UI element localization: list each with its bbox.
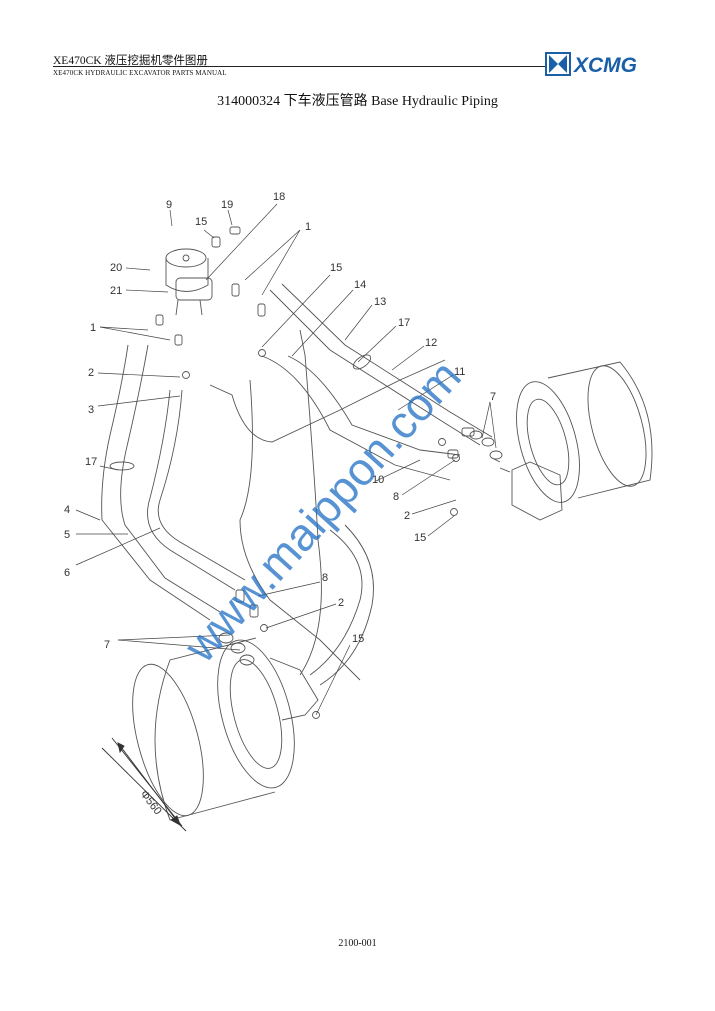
callout-9: 9: [166, 199, 172, 211]
callout-21: 21: [110, 285, 122, 297]
page-title: 314000324 下车液压管路 Base Hydraulic Piping: [217, 94, 498, 109]
callout-17: 17: [398, 317, 410, 329]
header-model-title: XE470CK 液压挖掘机零件图册: [53, 55, 208, 67]
callout-15: 15: [414, 532, 426, 544]
callout-2: 2: [404, 510, 410, 522]
dimension-label: Φ560: [138, 788, 164, 817]
hydraulic-piping-drawing: Φ560: [0, 180, 715, 850]
callout-6: 6: [64, 567, 70, 579]
callout-8: 8: [393, 491, 399, 503]
callout-5: 5: [64, 529, 70, 541]
callout-2: 2: [338, 597, 344, 609]
callout-13: 13: [374, 296, 386, 308]
header-rule: [53, 66, 545, 67]
callout-1: 1: [90, 322, 96, 334]
watermark: www.maippon.com: [173, 350, 471, 672]
callout-12: 12: [425, 337, 437, 349]
callout-3: 3: [88, 404, 94, 416]
callout-19: 19: [221, 199, 233, 211]
callout-20: 20: [110, 262, 122, 274]
callout-15: 15: [195, 216, 207, 228]
page-header: XE470CK 液压挖掘机零件图册 XE470CK HYDRAULIC EXCA…: [53, 50, 663, 80]
callout-1: 1: [305, 221, 311, 233]
xcmg-logo: XCMG: [545, 52, 637, 77]
callout-17: 17: [85, 456, 97, 468]
callout-2: 2: [88, 367, 94, 379]
logo-text: XCMG: [573, 54, 637, 77]
callout-10: 10: [372, 474, 384, 486]
header-manual-subtitle: XE470CK HYDRAULIC EXCAVATOR PARTS MANUAL: [53, 69, 227, 77]
callout-15: 15: [352, 633, 364, 645]
callout-4: 4: [64, 504, 70, 516]
callout-18: 18: [273, 191, 285, 203]
callout-8: 8: [322, 572, 328, 584]
callout-7: 7: [104, 639, 110, 651]
callout-14: 14: [354, 279, 366, 291]
technical-drawing-svg: Φ560: [64, 191, 653, 832]
callout-11: 11: [454, 366, 465, 378]
callout-15: 15: [330, 262, 342, 274]
callout-7: 7: [490, 391, 496, 403]
page-number: 2100-001: [338, 938, 377, 949]
